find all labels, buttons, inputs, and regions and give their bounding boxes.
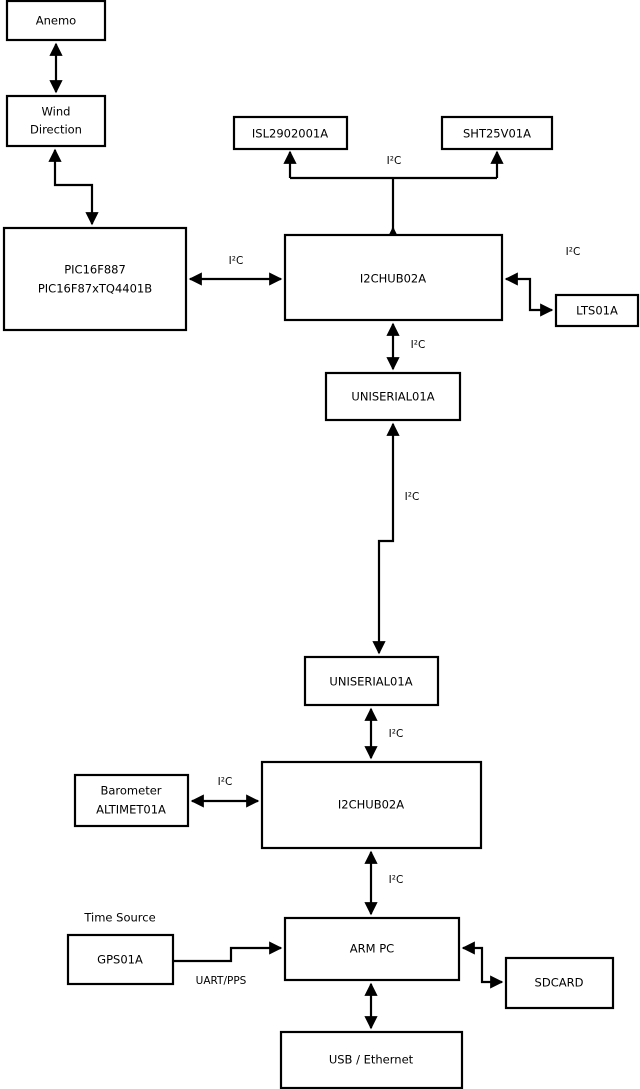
node-gps01a[interactable]: GPS01A bbox=[66, 933, 175, 986]
edge-gps-armpc: UART/PPS bbox=[173, 941, 283, 987]
edge-label-hub-lts: I²C bbox=[566, 246, 581, 258]
node-anemo[interactable]: Anemo bbox=[5, 0, 107, 42]
edge-wind-pic bbox=[48, 148, 99, 226]
node-label-pic-line2: PIC16F87xTQ4401B bbox=[38, 282, 152, 296]
edge-uniserial-link: I²C bbox=[372, 422, 420, 655]
node-i2chub02a-top[interactable]: I2CHUB02A bbox=[283, 233, 504, 322]
node-barometer[interactable]: Barometer ALTIMET01A bbox=[73, 773, 190, 828]
node-uniserial01a-bottom[interactable]: UNISERIAL01A bbox=[303, 655, 440, 707]
edge-hubbot-armpc: I²C bbox=[364, 850, 404, 916]
node-label-barometer-line1: Barometer bbox=[100, 784, 161, 798]
edge-label-hub-uniserial: I²C bbox=[411, 339, 426, 351]
node-label-sdcard: SDCARD bbox=[535, 976, 584, 990]
node-sdcard[interactable]: SDCARD bbox=[504, 956, 615, 1010]
node-box-barometer[interactable] bbox=[73, 773, 190, 828]
label-time-source: Time Source bbox=[83, 911, 155, 925]
node-box-i2chub02a-top[interactable] bbox=[283, 233, 504, 322]
node-box-arm-pc[interactable] bbox=[283, 916, 461, 982]
node-label-wind-direction-line2: Direction bbox=[30, 123, 82, 137]
node-usb-ethernet[interactable]: USB / Ethernet bbox=[279, 1030, 464, 1089]
node-i2chub02a-bottom[interactable]: I2CHUB02A bbox=[260, 760, 483, 850]
edge-hubtop-bus: I²C bbox=[283, 150, 504, 240]
node-label-pic-line1: PIC16F887 bbox=[64, 263, 126, 277]
edge-line-gps-armpc bbox=[173, 941, 283, 963]
node-label-gps01a: GPS01A bbox=[97, 953, 143, 967]
node-label-barometer-line2: ALTIMET01A bbox=[96, 803, 166, 817]
node-label-sht25v01a: SHT25V01A bbox=[463, 127, 531, 141]
node-label-wind-direction-line1: Wind bbox=[42, 105, 71, 119]
node-label-i2chub02a-bottom: I2CHUB02A bbox=[338, 798, 404, 812]
node-box-usb-ethernet[interactable] bbox=[279, 1030, 464, 1089]
node-label-uniserial01a-top: UNISERIAL01A bbox=[351, 390, 434, 404]
edge-label-pic-hub: I²C bbox=[229, 255, 244, 267]
edge-label-hub-bus-top: I²C bbox=[387, 155, 402, 167]
edge-hubtop-lts: I²C bbox=[504, 246, 581, 317]
node-label-anemo: Anemo bbox=[36, 14, 76, 28]
node-box-i2chub02a-bottom[interactable] bbox=[260, 760, 483, 850]
edge-label-hub-armpc: I²C bbox=[389, 874, 404, 886]
node-label-isl2902001a: ISL2902001A bbox=[252, 127, 328, 141]
edge-label-uniserial-link: I²C bbox=[405, 491, 420, 503]
node-arm-pc[interactable]: ARM PC bbox=[283, 916, 461, 982]
node-box-gps01a[interactable] bbox=[66, 933, 175, 986]
edge-hubtop-uniserialtop: I²C bbox=[386, 322, 426, 371]
node-box-uniserial01a-bottom[interactable] bbox=[303, 655, 440, 707]
edge-barometer-hubbot: I²C bbox=[190, 776, 260, 808]
edge-line-armpc-sdcard bbox=[461, 941, 504, 989]
edge-line-wind-pic bbox=[48, 148, 99, 226]
node-label-arm-pc: ARM PC bbox=[350, 942, 394, 956]
node-label-i2chub02a-top: I2CHUB02A bbox=[360, 272, 426, 286]
node-box-sdcard[interactable] bbox=[504, 956, 615, 1010]
node-pic16f887[interactable]: PIC16F887 PIC16F87xTQ4401B bbox=[2, 226, 188, 332]
node-box-isl2902001a[interactable] bbox=[232, 115, 349, 151]
node-box-pic16f887[interactable] bbox=[2, 226, 188, 332]
edge-armpc-sdcard bbox=[461, 941, 504, 989]
edge-line-uniserial-link bbox=[372, 422, 400, 655]
edge-label-uniserial-hub-bot: I²C bbox=[389, 728, 404, 740]
edge-line-hubtop-lts bbox=[504, 272, 554, 317]
node-label-lts01a: LTS01A bbox=[576, 304, 618, 318]
edge-label-gps-armpc: UART/PPS bbox=[196, 975, 247, 987]
node-lts01a[interactable]: LTS01A bbox=[554, 293, 640, 328]
node-uniserial01a-top[interactable]: UNISERIAL01A bbox=[324, 371, 462, 422]
node-label-uniserial01a-bottom: UNISERIAL01A bbox=[329, 675, 412, 689]
node-box-sht25v01a[interactable] bbox=[440, 115, 554, 151]
node-sht25v01a[interactable]: SHT25V01A bbox=[440, 115, 554, 151]
node-box-lts01a[interactable] bbox=[554, 293, 640, 328]
edge-uniserialbot-hubbot: I²C bbox=[364, 707, 404, 760]
node-box-anemo[interactable] bbox=[5, 0, 107, 42]
node-label-usb-ethernet: USB / Ethernet bbox=[329, 1053, 414, 1067]
node-box-uniserial01a-top[interactable] bbox=[324, 371, 462, 422]
edge-pic-hubtop: I²C bbox=[188, 255, 283, 286]
node-wind-direction[interactable]: Wind Direction bbox=[5, 94, 107, 148]
node-isl2902001a[interactable]: ISL2902001A bbox=[232, 115, 349, 151]
edge-label-barometer-hub: I²C bbox=[218, 776, 233, 788]
node-box-wind-direction[interactable] bbox=[5, 94, 107, 148]
